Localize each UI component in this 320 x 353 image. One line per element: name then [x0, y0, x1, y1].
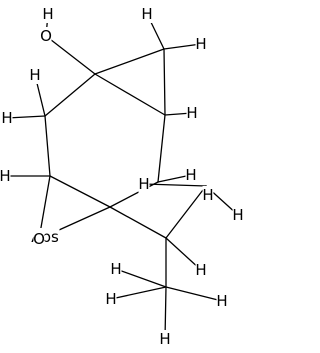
atom-label-h: H: [202, 186, 213, 204]
atom-label-bg: [159, 330, 171, 348]
bond-cIso-cMe1: [165, 185, 207, 239]
atom-label-bg: [0, 167, 11, 185]
bond-to-atom-9: [143, 183, 207, 187]
atom-label-bg: [202, 186, 214, 204]
atom-label-h: H: [141, 5, 152, 23]
atom-label-bg: [42, 5, 54, 23]
atom-label-bg: [29, 66, 41, 84]
bond-to-atom-15: [115, 268, 167, 288]
atom-label-h: H: [1, 109, 12, 127]
bond-to-atom-5: [6, 115, 46, 119]
atom-label-h: H: [186, 104, 197, 122]
atom-label-h: H: [232, 206, 243, 224]
bond-layer: [4, 13, 239, 340]
bond-cEpL-cEpR: [49, 175, 111, 208]
bond-cEpR-cIso: [109, 206, 167, 239]
atom-label-h: H: [185, 166, 196, 184]
atom-label-h: H: [0, 167, 11, 185]
atom-label-h: H: [195, 35, 206, 53]
atom-label-bg: [195, 35, 207, 53]
bond-to-atom-14: [165, 237, 202, 271]
atom-label-h: H: [195, 261, 206, 279]
atom-label-bg: [195, 261, 207, 279]
atom-label-h: H: [42, 5, 53, 23]
atom-label-bg: [105, 290, 117, 308]
atom-label-bg: [110, 260, 122, 278]
atom-label-o: O: [40, 27, 52, 45]
atom-label-bg: [33, 230, 45, 248]
atom-label-bg: [185, 166, 197, 184]
bond-cL-cEpL: [44, 115, 51, 177]
bond-cOH-cTop: [94, 48, 165, 75]
bond-to-atom-16: [110, 286, 167, 300]
atom-label-bg: [1, 109, 13, 127]
bond-to-atom-3: [163, 43, 202, 50]
bond-to-atom-1: [45, 35, 96, 75]
bond-cRgt-c4: [157, 114, 166, 183]
atom-label-bg: [138, 175, 150, 193]
atom-label-h: H: [110, 260, 121, 278]
atom-label-o: O: [33, 230, 45, 248]
atom-label-bg: [141, 5, 153, 23]
atom-label-bg: [232, 206, 244, 224]
bond-to-atom-17: [165, 286, 223, 302]
bond-c4-cEpR: [109, 181, 159, 208]
atom-label-bg: [216, 292, 228, 310]
atom-label-h: H: [29, 66, 40, 84]
atom-label-h: H: [138, 175, 149, 193]
bond-cTop-cRgt: [163, 48, 166, 116]
atom-label-h: H: [159, 330, 170, 348]
atom-label-h: H: [216, 292, 227, 310]
atom-label-bg: [40, 27, 52, 45]
atom-label-bg: [186, 104, 198, 122]
bond-cOH-cL: [44, 73, 96, 117]
atom-label-h: H: [105, 290, 116, 308]
bond-cOH-cRgt: [94, 73, 166, 116]
